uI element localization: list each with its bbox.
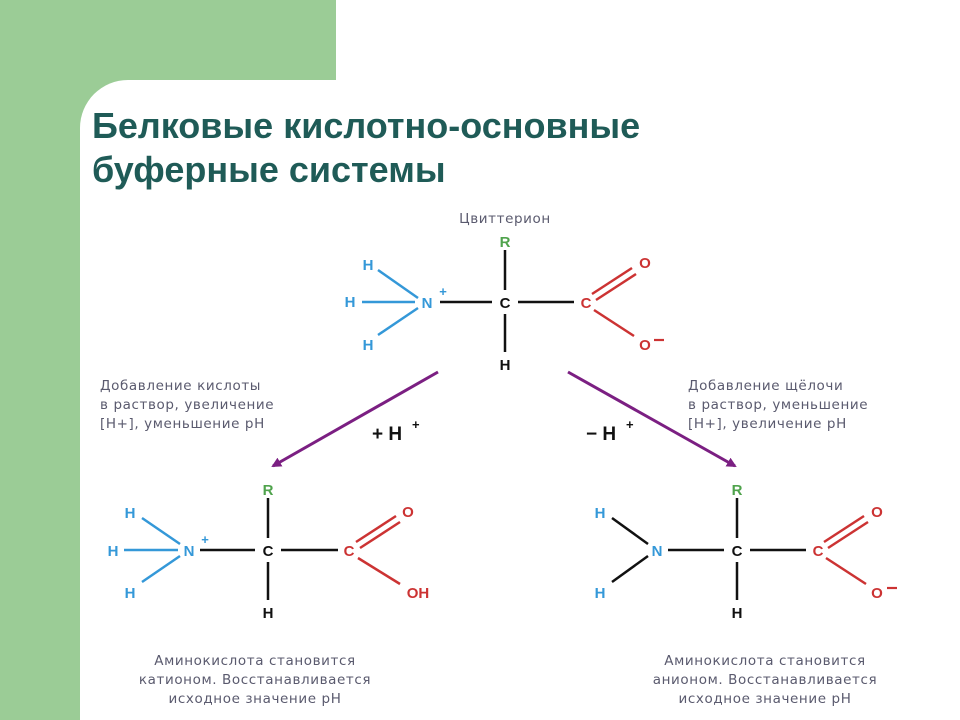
atom-c: C <box>263 543 274 560</box>
arrow-to-cation <box>271 370 439 468</box>
anion-result-line-1: Аминокислота становится <box>664 653 866 669</box>
atom-c: C <box>344 543 355 560</box>
cation-result-line-3: исходное значение pH <box>169 691 342 707</box>
atom-h: H <box>363 257 374 274</box>
slide-title-line-1: Белковые кислотно-основные <box>92 105 641 146</box>
atom-c: C <box>500 295 511 312</box>
base-condition-line-3: [H+], увеличение pH <box>688 416 847 432</box>
slide-title-line-2: буферные системы <box>92 149 446 190</box>
content-panel <box>80 80 960 720</box>
add-proton-label: + H <box>372 424 402 445</box>
atom-o: O <box>402 504 414 521</box>
base-condition-line-1: Добавление щёлочи <box>688 378 843 394</box>
slide-title: Белковые кислотно-основные буферные сист… <box>92 104 640 192</box>
cation-result-line-1: Аминокислота становится <box>154 653 356 669</box>
atom-r: R <box>500 234 511 251</box>
atom-h: H <box>125 505 136 522</box>
remove-proton-label: − H <box>586 424 616 445</box>
arrow-to-anion <box>567 370 737 468</box>
atom-o: O <box>871 504 883 521</box>
add-proton-charge: + <box>412 417 420 432</box>
acid-condition-line-1: Добавление кислоты <box>100 378 261 394</box>
remove-proton-charge: + <box>626 417 634 432</box>
atom-o: O <box>871 585 883 602</box>
atom-h: H <box>500 357 511 374</box>
atom-r: R <box>263 482 274 499</box>
atom-h: H <box>595 585 606 602</box>
atom-h: H <box>595 505 606 522</box>
acid-condition-line-3: [H+], уменьшение pH <box>100 416 265 432</box>
anion-result-line-2: анионом. Восстанавливается <box>653 672 878 688</box>
atom-n: N <box>422 295 433 312</box>
atom-h: H <box>345 294 356 311</box>
atom-o: O <box>639 337 651 354</box>
atom-h: H <box>125 585 136 602</box>
base-condition-line-2: в раствор, уменьшение <box>688 397 868 413</box>
atom-h: H <box>263 605 274 622</box>
anion-result-line-3: исходное значение pH <box>679 691 852 707</box>
atom-n: N <box>184 543 195 560</box>
atom-h: H <box>108 543 119 560</box>
zwitterion-label: Цвиттерион <box>459 211 551 227</box>
anion-molecule: H H N R C H C O O <box>595 482 897 622</box>
atom-c: C <box>813 543 824 560</box>
plus-charge: + <box>439 284 447 299</box>
atom-o: O <box>639 255 651 272</box>
plus-charge: + <box>201 532 209 547</box>
atom-c: C <box>732 543 743 560</box>
atom-h: H <box>732 605 743 622</box>
acid-condition-line-2: в раствор, увеличение <box>100 397 274 413</box>
atom-h: H <box>363 337 374 354</box>
atom-r: R <box>732 482 743 499</box>
atom-oh: OH <box>407 585 430 602</box>
cation-molecule: H H H N + R C H C O OH <box>108 482 430 622</box>
cation-result-line-2: катионом. Восстанавливается <box>139 672 371 688</box>
zwitterion-molecule: H H H N + R C H C O O <box>345 234 664 374</box>
atom-n: N <box>652 543 663 560</box>
atom-c: C <box>581 295 592 312</box>
